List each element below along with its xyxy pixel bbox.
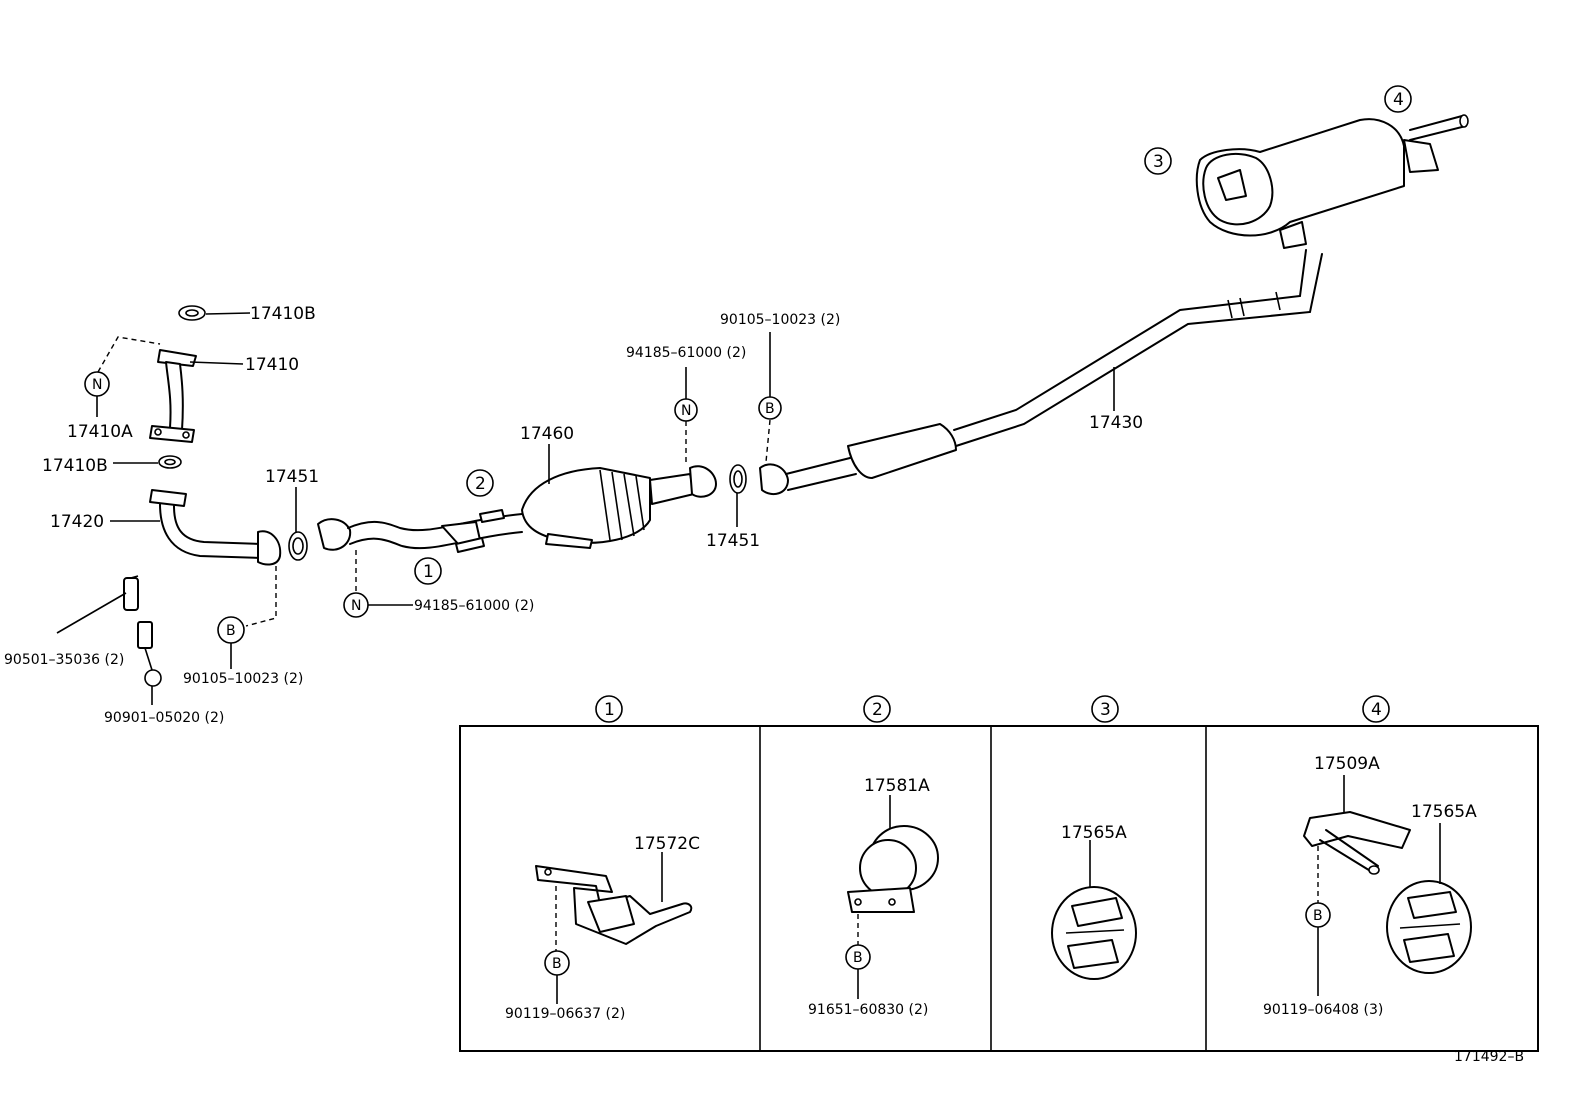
label-17410: 17410 [245,355,299,375]
svg-text:B: B [765,401,775,417]
label-94185-right: 94185–61000 (2) [626,345,746,361]
panel-1-number: 1 [595,695,623,723]
muffler [1195,114,1469,249]
dash-b-right [765,419,771,463]
detail-panels-frame [459,725,1539,1052]
label-17410b-top: 17410B [250,304,316,324]
callout-two-main: 2 [466,469,494,497]
front-pipe-17420 [149,489,282,566]
panel-2-number: 2 [863,695,891,723]
callout-b-panel-2: B [845,944,871,970]
bolt-90901 [137,621,162,687]
flange-pipe-17410 [149,349,197,443]
label-17565a-panel3: 17565A [1061,823,1127,843]
label-90901: 90901–05020 (2) [104,710,224,726]
callout-b-right: B [758,396,782,420]
label-17581a: 17581A [864,776,930,796]
label-90105-right: 90105–10023 (2) [720,312,840,328]
callout-n-right: N [674,398,698,422]
label-17460: 17460 [520,424,574,444]
bracket-17509a [1303,811,1411,875]
gasket-17451-left [288,531,308,561]
svg-text:N: N [351,598,361,614]
hanger-17581a [847,825,939,913]
callout-three-main: 3 [1144,147,1172,175]
leader-17410b-top [205,312,251,315]
svg-text:B: B [853,950,863,966]
callout-one-main: 1 [414,557,442,585]
label-17410b-bottom: 17410B [42,456,108,476]
svg-text:3: 3 [1100,700,1111,720]
svg-text:N: N [681,403,691,419]
reference-code: 171492–B [1454,1049,1524,1065]
gasket-17410b-top [178,305,206,321]
svg-text:4: 4 [1393,90,1404,110]
svg-text:4: 4 [1371,700,1382,720]
label-17451-left: 17451 [265,467,319,487]
svg-text:2: 2 [475,474,486,494]
svg-text:B: B [1313,908,1323,924]
label-90119-06408: 90119–06408 (3) [1263,1002,1383,1018]
svg-text:1: 1 [423,562,434,582]
label-17420: 17420 [50,512,104,532]
gasket-17410b-bottom [158,455,182,469]
callout-four-main: 4 [1384,85,1412,113]
label-90119-06637: 90119–06637 (2) [505,1006,625,1022]
svg-text:N: N [92,377,102,393]
callout-n-left-top: N [84,371,110,397]
label-17451-right: 17451 [706,531,760,551]
leader-17410 [189,361,244,365]
label-91651: 91651–60830 (2) [808,1002,928,1018]
spring-90501 [123,575,139,611]
label-17430: 17430 [1089,413,1143,433]
svg-text:2: 2 [872,700,883,720]
catalytic-converter-17460 [521,465,717,549]
label-17410a: 17410A [67,422,133,442]
svg-text:3: 3 [1153,152,1164,172]
dash-n-left-top [97,336,161,373]
callout-b-panel-1: B [544,950,570,976]
callout-b-panel-4: B [1305,902,1331,928]
label-90105-left: 90105–10023 (2) [183,671,303,687]
dash-b-left [245,566,277,627]
tail-pipe-17430 [759,249,1323,496]
intermediate-pipe [317,509,523,553]
callout-n-left-bottom: N [343,592,369,618]
svg-text:1: 1 [604,700,615,720]
label-17509a: 17509A [1314,754,1380,774]
label-90501: 90501–35036 (2) [4,652,124,668]
leader-90501 [56,592,127,634]
label-94185-left: 94185–61000 (2) [414,598,534,614]
gasket-17451-right [729,464,747,494]
panel-3-number: 3 [1091,695,1119,723]
svg-text:B: B [226,623,236,639]
rubber-hanger-17565a-panel3 [1051,886,1137,980]
label-17565a-panel4: 17565A [1411,802,1477,822]
svg-text:B: B [552,956,562,972]
bracket-17572c [535,865,693,945]
panel-4-number: 4 [1362,695,1390,723]
rubber-hanger-17565a-panel4 [1386,880,1472,974]
callout-b-left: B [217,616,245,644]
label-17572c: 17572C [634,834,700,854]
